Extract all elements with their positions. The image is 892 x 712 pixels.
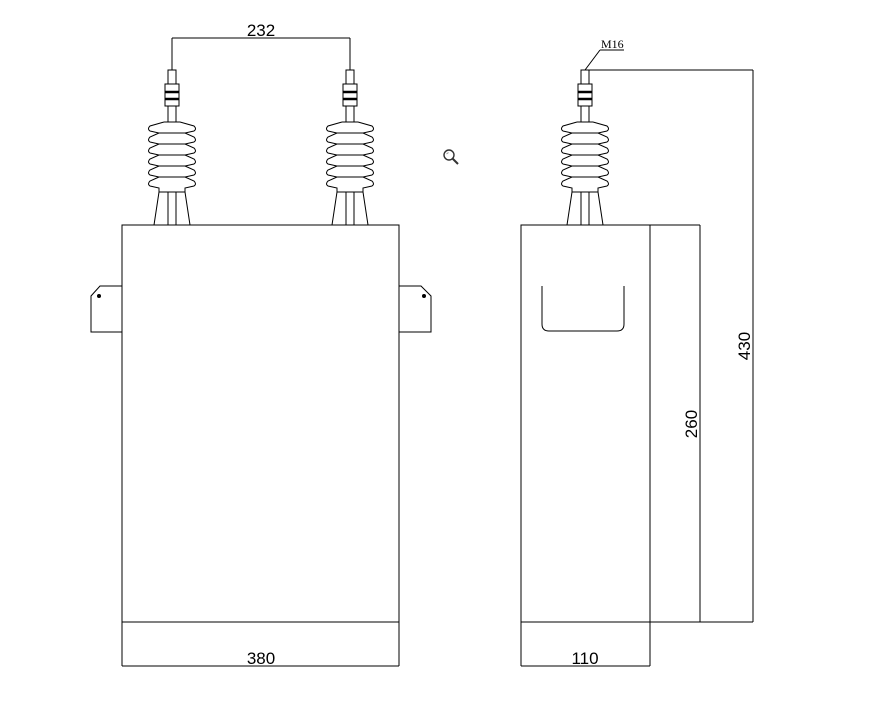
side-bushing	[561, 69, 609, 226]
dim-terminal-spacing-label: 232	[247, 21, 275, 40]
front-view: 232 380	[90, 21, 432, 668]
left-bracket-hole	[97, 294, 101, 298]
dim-side-width-label: 110	[571, 649, 598, 668]
right-bushing	[326, 69, 374, 226]
side-handle	[541, 286, 625, 332]
dim-front-width: 380	[122, 649, 399, 668]
side-tank-body	[520, 224, 651, 623]
side-view: M16 430 260 110	[520, 37, 754, 668]
dim-terminal-spacing: 232	[171, 21, 351, 70]
magnifier-icon[interactable]	[443, 149, 459, 165]
dim-side-width: 110	[521, 649, 650, 668]
dim-front-width-label: 380	[247, 649, 275, 668]
thread-callout: M16	[584, 37, 624, 71]
dim-overall-height: 430	[585, 69, 754, 623]
dim-body-height-label: 260	[682, 410, 701, 438]
right-mounting-bracket	[399, 285, 432, 333]
dim-overall-height-label: 430	[735, 332, 754, 360]
left-mounting-bracket	[90, 285, 122, 333]
right-bracket-hole	[422, 294, 426, 298]
left-bushing	[148, 69, 196, 226]
thread-size-label: M16	[601, 37, 624, 51]
dim-body-height: 260	[682, 410, 701, 438]
front-tank-body	[121, 224, 400, 623]
